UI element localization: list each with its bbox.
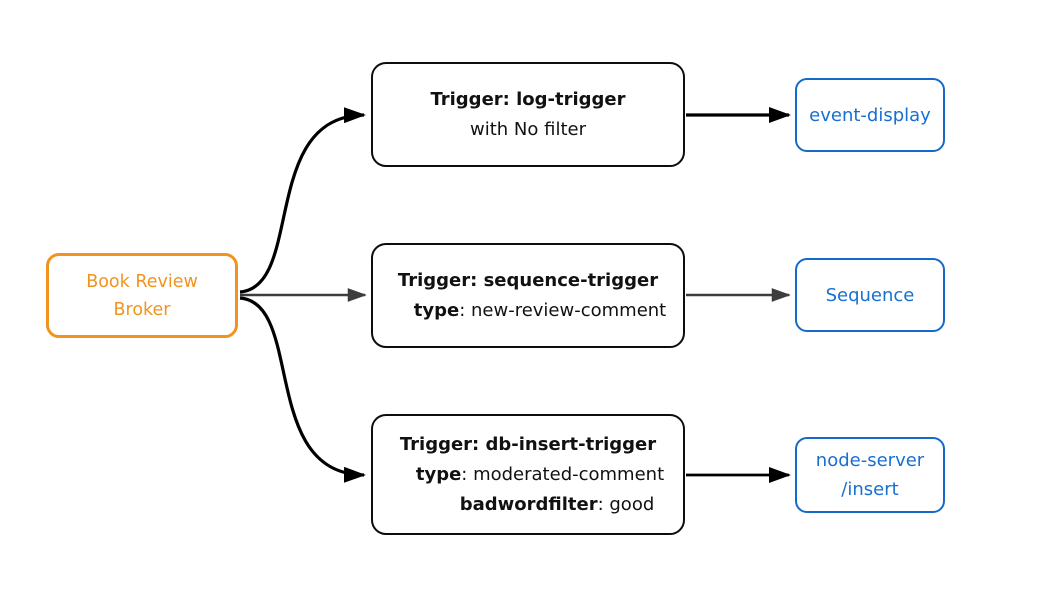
trigger-db-detail-type-value: : moderated-comment bbox=[461, 463, 665, 485]
trigger-sequence-title: Trigger: sequence-trigger bbox=[397, 269, 659, 291]
edge-broker-to-log-trigger bbox=[239, 107, 366, 294]
trigger-sequence-detail-value: : new-review-comment bbox=[459, 299, 667, 321]
sink-node-server-label-line2: /insert bbox=[841, 479, 899, 500]
trigger-db-detail-badwordfilter: badwordfilter: good bbox=[460, 490, 655, 520]
trigger-sequence-detail-key: type bbox=[413, 299, 460, 321]
sink-event-display-label: event-display bbox=[809, 104, 931, 126]
trigger-db-title: Trigger: db-insert-trigger bbox=[399, 433, 657, 455]
node-broker: Book Review Broker bbox=[46, 253, 238, 338]
node-sink-event-display: event-display bbox=[795, 78, 945, 152]
node-trigger-sequence: Trigger: sequence-trigger type: new-revi… bbox=[371, 243, 685, 348]
trigger-db-detail-type-key: type bbox=[415, 463, 462, 485]
trigger-db-detail-type: type: moderated-comment bbox=[416, 460, 664, 490]
trigger-log-detail: with No filter bbox=[470, 115, 586, 145]
node-trigger-log: Trigger: log-trigger with No filter bbox=[371, 62, 685, 167]
node-trigger-db-insert: Trigger: db-insert-trigger type: moderat… bbox=[371, 414, 685, 535]
node-sink-node-server: node-server /insert bbox=[795, 437, 945, 513]
broker-label-line1: Book Review bbox=[86, 271, 198, 292]
trigger-log-detail-value: with No filter bbox=[470, 118, 586, 140]
sink-sequence-label: Sequence bbox=[825, 284, 915, 306]
trigger-log-title: Trigger: log-trigger bbox=[430, 88, 626, 110]
trigger-db-detail-badwordfilter-key: badwordfilter bbox=[459, 493, 598, 515]
sink-node-server-label-line1: node-server bbox=[815, 450, 925, 471]
node-sink-sequence: Sequence bbox=[795, 258, 945, 332]
trigger-db-detail-badwordfilter-value: : good bbox=[597, 493, 655, 515]
edge-broker-to-db-insert-trigger bbox=[239, 296, 366, 483]
broker-label-line2: Broker bbox=[113, 299, 171, 320]
trigger-sequence-detail: type: new-review-comment bbox=[414, 296, 666, 326]
